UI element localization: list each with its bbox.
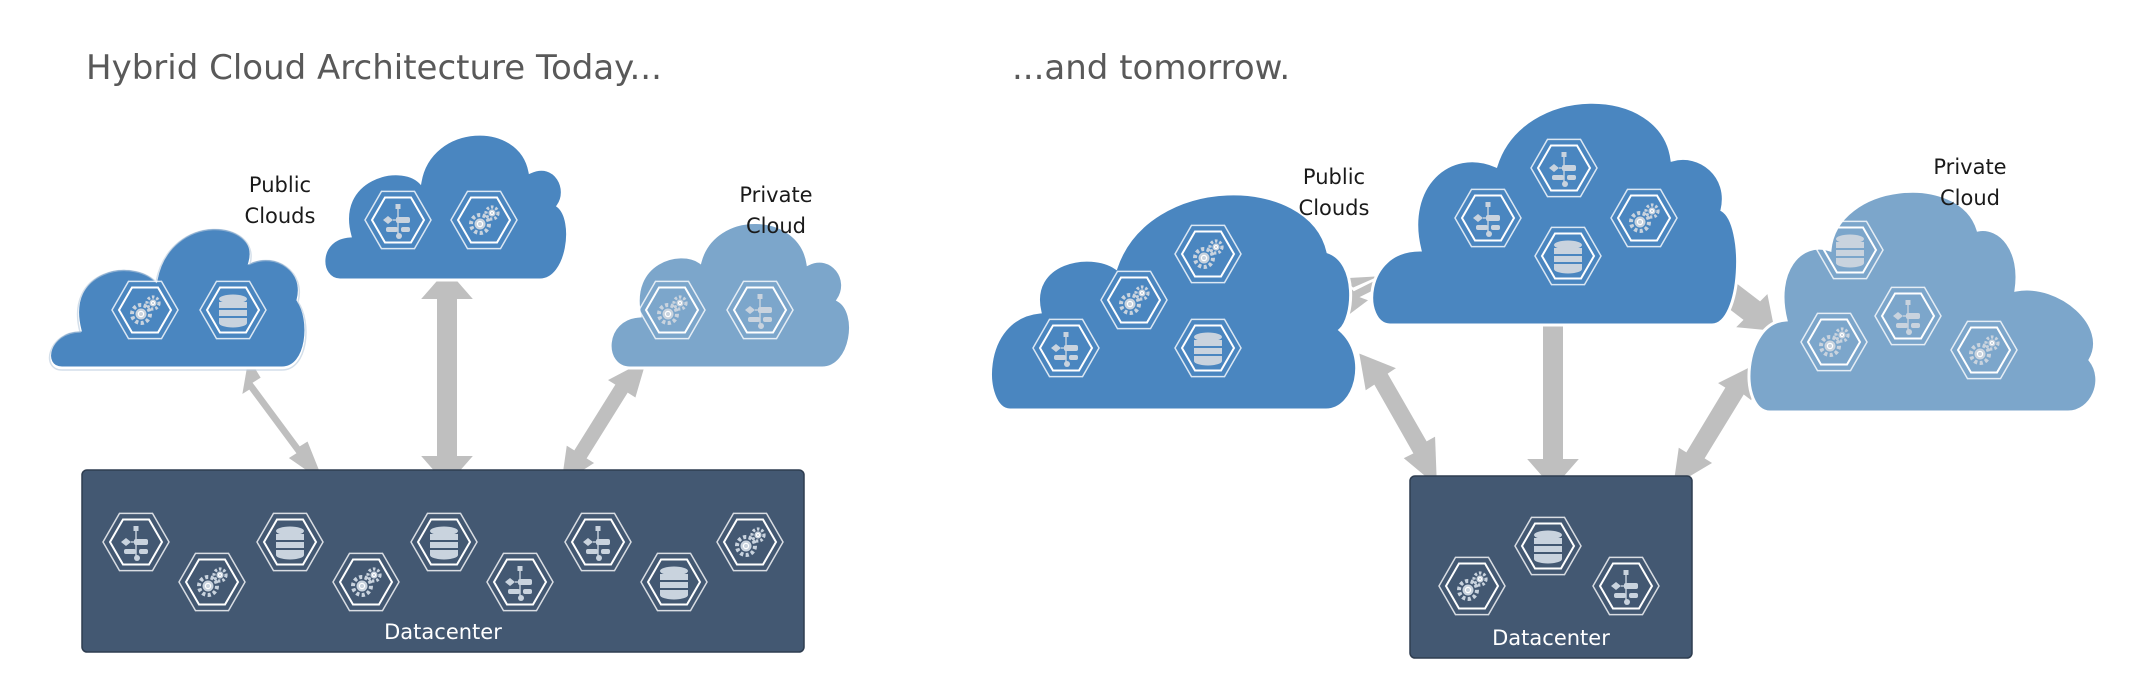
arrow-private-cloud-to-datacenter (558, 356, 650, 489)
arrow-private-cloud-to-datacenter (1670, 360, 1760, 490)
public-cloud-1-tomorrow (989, 192, 1359, 412)
label-line: Cloud (1940, 186, 2000, 210)
datacenter-tomorrow (1409, 475, 1693, 659)
label-line: Private (1933, 155, 2007, 179)
public-cloud-2-tomorrow (1370, 100, 1740, 327)
private-cloud (608, 221, 852, 370)
label-private-cloud-today: Private Cloud (732, 180, 820, 242)
public-cloud-1 (48, 225, 308, 371)
title-today: Hybrid Cloud Architecture Today... (86, 48, 662, 88)
label-line: Clouds (244, 204, 316, 228)
label-line: Public (248, 173, 312, 197)
label-line: Public (1302, 165, 1366, 189)
label-line: Clouds (1298, 196, 1370, 220)
label-datacenter-today: Datacenter (384, 620, 502, 644)
public-cloud-2 (322, 132, 570, 282)
arrow-public-cloud-2-to-datacenter (416, 266, 478, 489)
label-datacenter-tomorrow: Datacenter (1492, 626, 1610, 650)
label-public-clouds-today: Public Clouds (236, 170, 324, 232)
title-tomorrow: ...and tomorrow. (1012, 48, 1291, 88)
label-line: Private (739, 183, 813, 207)
label-public-clouds-tomorrow: Public Clouds (1290, 162, 1378, 224)
private-cloud-tomorrow (1747, 189, 2099, 414)
datacenter-today (81, 469, 805, 653)
arrow-public-cloud-1-to-datacenter (1356, 350, 1440, 491)
label-line: Cloud (746, 214, 806, 238)
label-private-cloud-tomorrow: Private Cloud (1926, 152, 2014, 214)
